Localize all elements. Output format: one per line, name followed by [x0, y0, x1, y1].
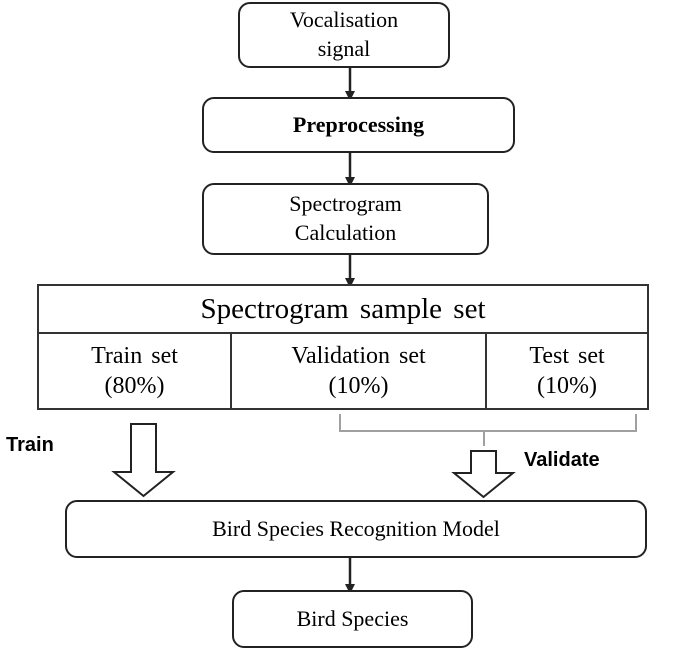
validate-hollow-arrow: [451, 450, 516, 499]
train-hollow-arrow: [111, 423, 176, 498]
preprocessing-label: Preprocessing: [292, 111, 425, 137]
spectrogram-sample-set-table: Spectrogram sample set Train set (80%) V…: [37, 284, 649, 410]
validate-edge-label: Validate: [524, 449, 600, 471]
spectrogram-calculation-label: Spectrogram Calculation: [289, 191, 402, 245]
recognition-model-node: Bird Species Recognition Model: [65, 500, 647, 558]
train-set-cell: Train set (80%): [39, 334, 232, 408]
vocalisation-signal-label: Vocalisation signal: [289, 7, 399, 61]
train-set-percent: (80%): [104, 373, 165, 399]
validation-set-label: Validation set: [291, 343, 426, 369]
test-set-percent: (10%): [537, 373, 597, 399]
train-set-label: Train set: [91, 343, 178, 369]
validation-test-bracket: [339, 414, 637, 446]
bird-species-node: Bird Species: [232, 590, 473, 648]
test-set-label: Test set: [529, 343, 605, 369]
bird-species-label: Bird Species: [296, 605, 409, 631]
validation-set-percent: (10%): [328, 373, 389, 399]
train-edge-label: Train: [6, 434, 54, 456]
preprocessing-node: Preprocessing: [202, 97, 515, 153]
spectrogram-calculation-node: Spectrogram Calculation: [202, 183, 489, 255]
recognition-model-label: Bird Species Recognition Model: [212, 515, 500, 541]
validation-set-cell: Validation set (10%): [232, 334, 487, 408]
sample-set-title: Spectrogram sample set: [39, 286, 647, 334]
vocalisation-signal-node: Vocalisation signal: [238, 2, 450, 68]
test-set-cell: Test set (10%): [487, 334, 647, 408]
